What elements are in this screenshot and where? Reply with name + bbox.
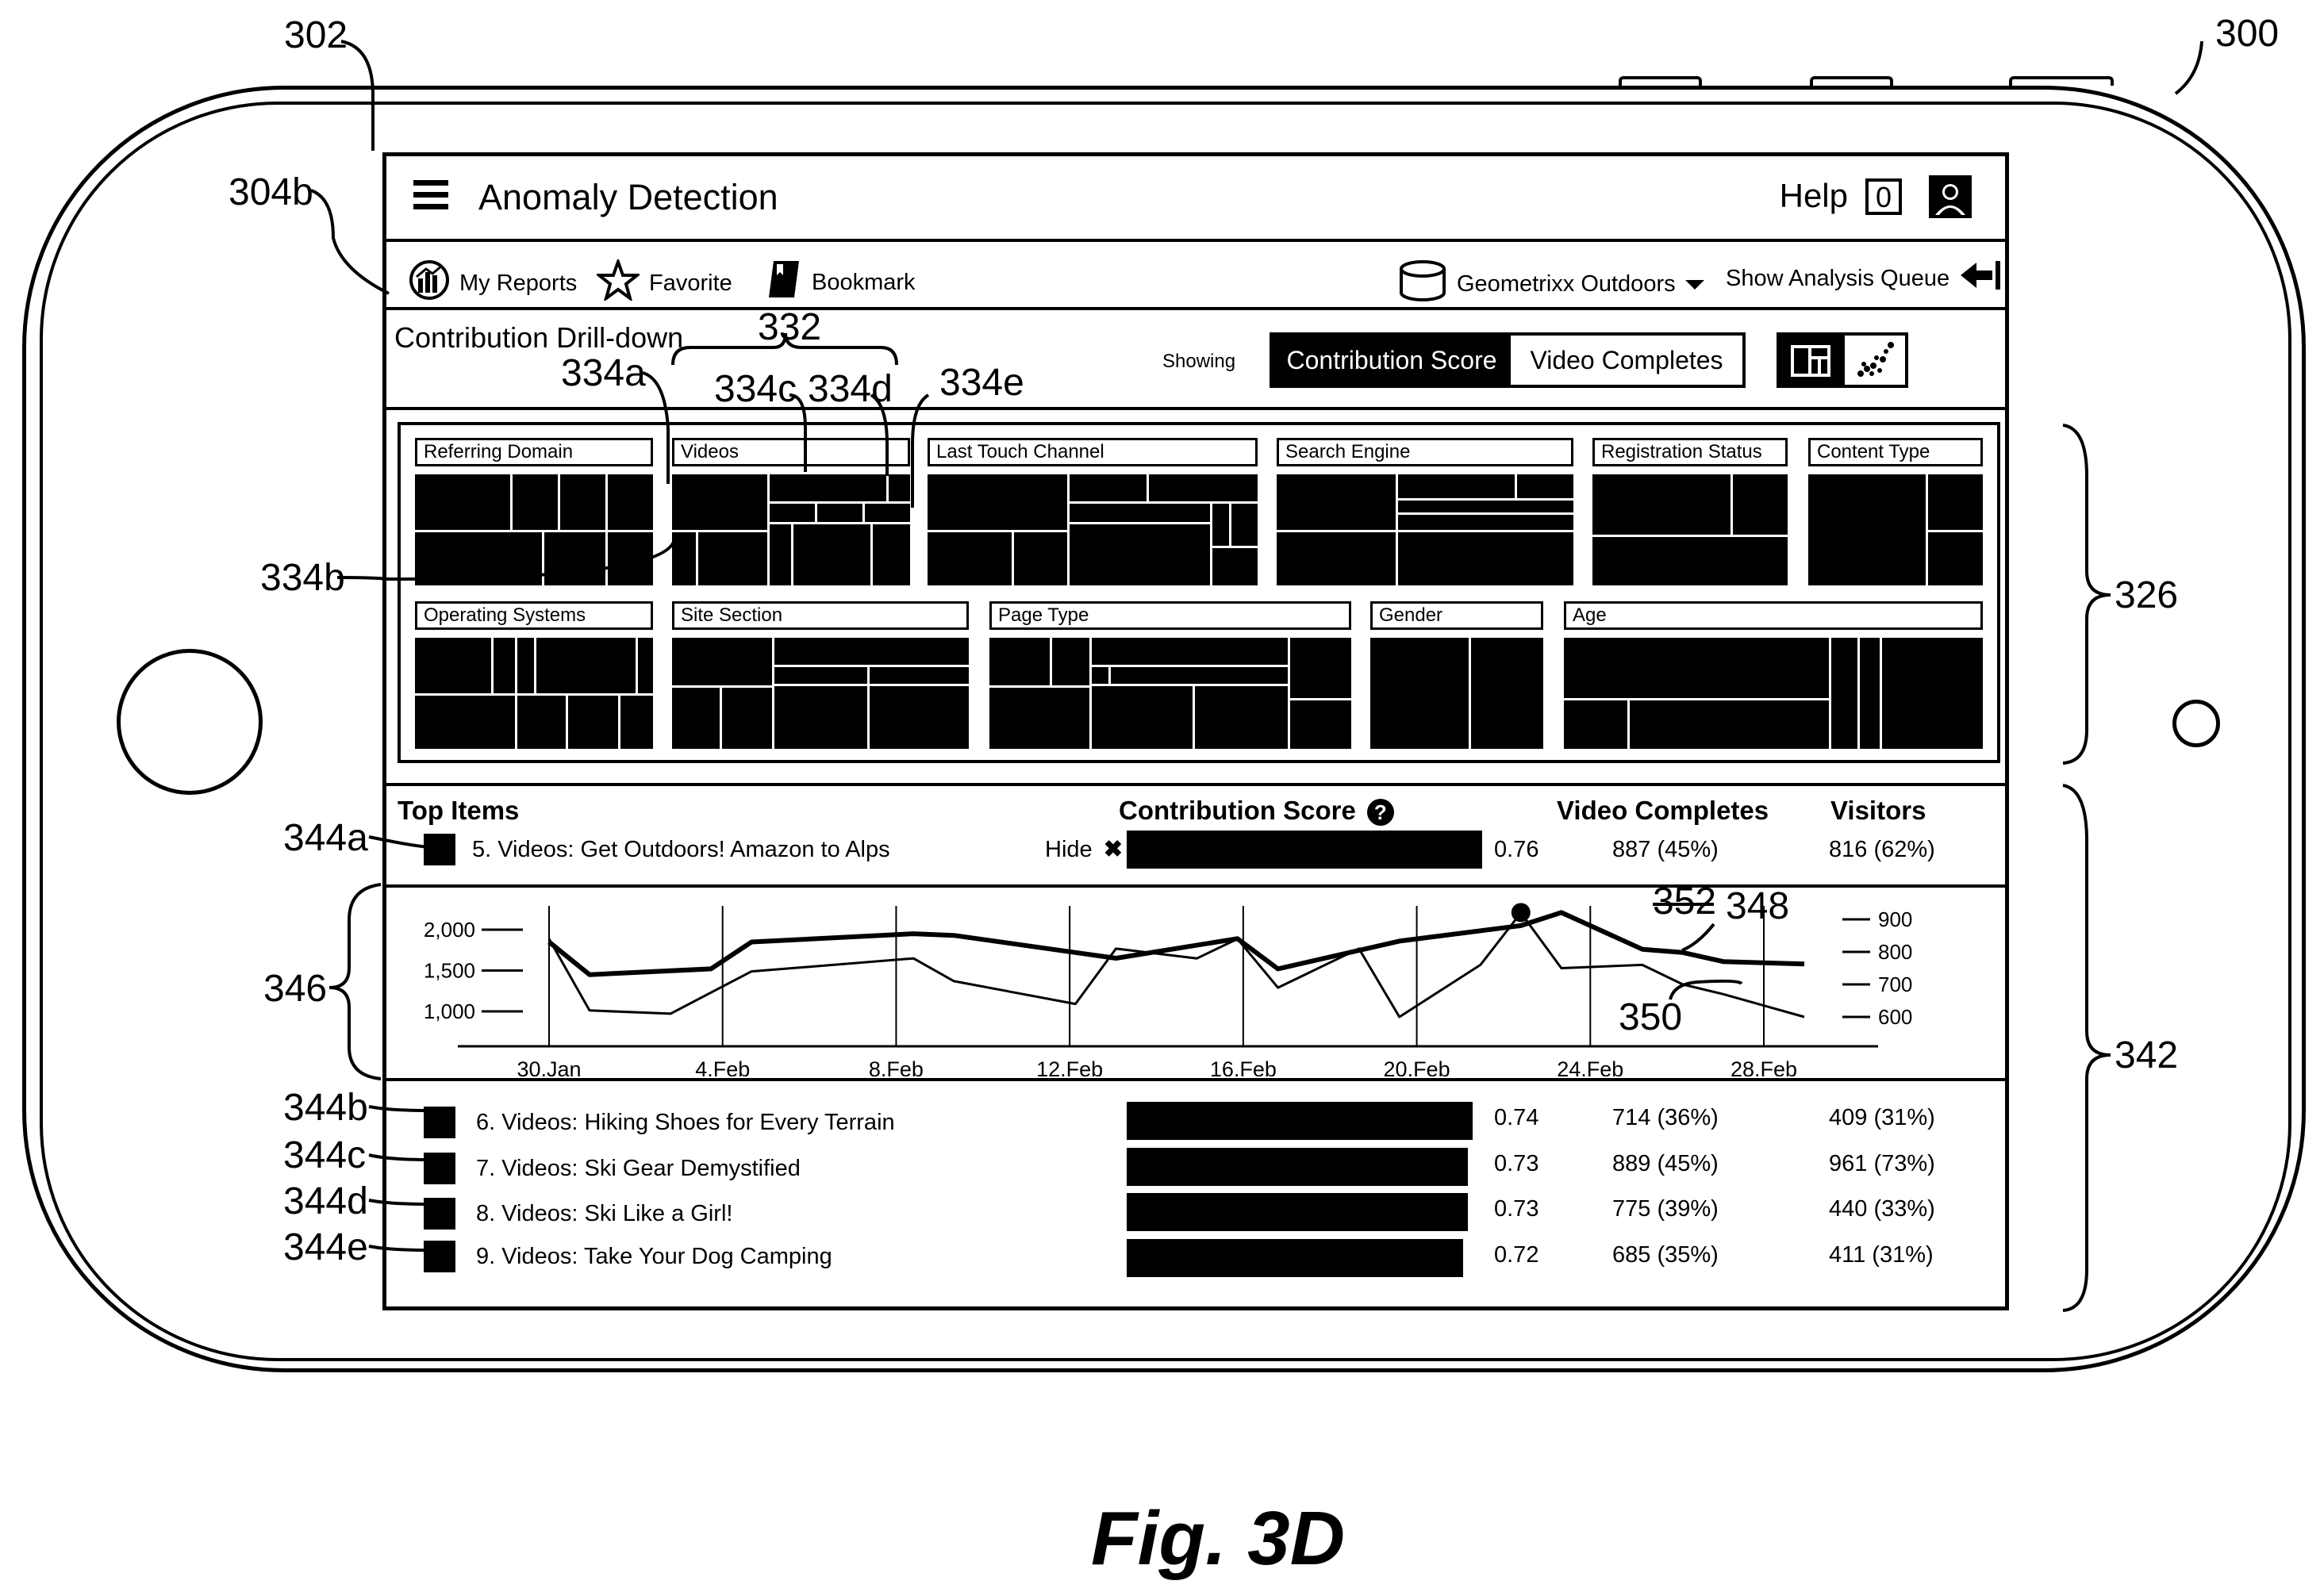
ref-label: 352 [1653,880,1716,923]
ref-label: 344b [283,1087,368,1129]
ref-label: 326 [2115,574,2178,616]
ref-label: 344d [283,1180,368,1222]
ref-label: 344e [283,1226,368,1268]
ref-label: 334e [939,362,1024,404]
ref-label: 344a [283,817,368,859]
ref-label: 334d [808,368,893,410]
ref-label: 348 [1726,885,1789,927]
ref-label: 346 [263,968,327,1010]
ref-label: 350 [1619,996,1682,1038]
figure-caption: Fig. 3D [1091,1495,1345,1583]
ref-label: 334a [561,352,646,394]
ref-label: 300 [2215,13,2279,55]
ref-label: 332 [758,306,821,348]
ref-label: 344c [283,1134,366,1176]
ref-label: 304b [229,171,313,213]
ref-label: 342 [2115,1034,2178,1076]
ref-label: 334c [714,368,797,410]
ref-label: 302 [284,14,348,56]
ref-label: 334b [260,557,345,599]
